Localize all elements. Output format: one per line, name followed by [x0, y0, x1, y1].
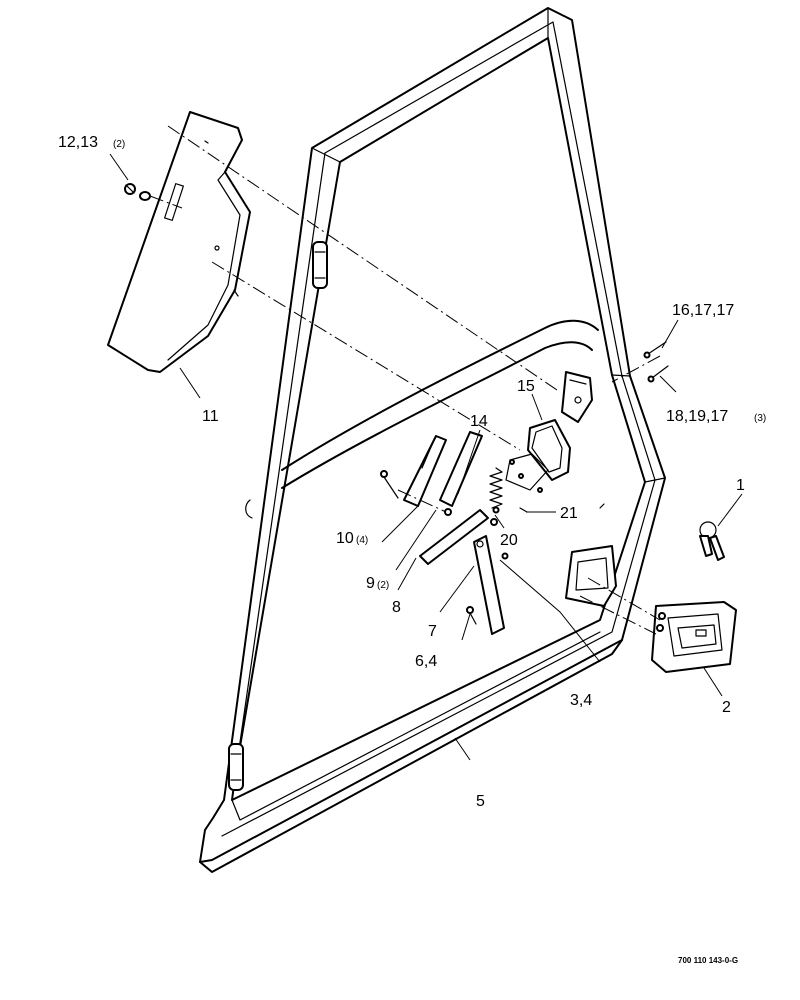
- callout-10-qty: (4): [356, 535, 368, 546]
- callout-15-number: 15: [517, 378, 535, 395]
- callout-2-number: 2: [722, 699, 731, 716]
- callout-3-4-number: 3,4: [570, 692, 592, 709]
- callout-9: 9 (2): [366, 575, 389, 592]
- spring: [489, 467, 503, 509]
- callout-9-number: 9: [366, 575, 375, 592]
- striker-bracket: [561, 371, 593, 423]
- callout-1: 1: [736, 477, 745, 494]
- callout-12-13-qty: (2): [113, 139, 125, 150]
- callout-10-number: 10: [336, 530, 354, 547]
- callout-11: 11: [202, 408, 219, 425]
- upper-hinge: [312, 241, 328, 289]
- callout-16-17-17-number: 16,17,17: [672, 302, 734, 319]
- callout-8-number: 8: [392, 599, 401, 616]
- leader-lines: [109, 153, 743, 761]
- callout-2: 2: [722, 699, 731, 716]
- callout-7-number: 7: [428, 623, 437, 640]
- handle-opening: [565, 545, 617, 607]
- callout-12-13: 12,13 (2): [58, 134, 125, 151]
- nut-and-washer: [124, 183, 151, 201]
- callout-9-qty: (2): [377, 580, 389, 591]
- callout-10: 10 (4): [336, 530, 368, 547]
- callout-7: 7: [428, 623, 437, 640]
- lever: [473, 535, 505, 635]
- callout-14-number: 14: [470, 413, 488, 430]
- door-latch: [505, 419, 571, 491]
- callout-20-number: 20: [500, 532, 518, 549]
- door-frame: [199, 7, 666, 873]
- bolts: [380, 459, 605, 625]
- callout-18-19-17-qty: (3): [754, 413, 766, 424]
- callout-8: 8: [392, 599, 401, 616]
- callout-6-4-number: 6,4: [415, 653, 437, 670]
- callout-5: 5: [476, 793, 485, 810]
- callout-11-number: 11: [202, 408, 219, 425]
- callout-18-19-17-number: 18,19,17: [666, 408, 728, 425]
- callout-5-number: 5: [476, 793, 485, 810]
- callout-3-4: 3,4: [570, 692, 592, 709]
- alignment-lines: [149, 125, 661, 635]
- drawing-code: 700 110 143-0-G: [678, 956, 738, 965]
- inner-handle-pad: [107, 111, 251, 373]
- callout-14: 14: [470, 413, 488, 430]
- keys: [699, 521, 725, 561]
- callout-1-number: 1: [736, 477, 745, 494]
- callout-6-4: 6,4: [415, 653, 437, 670]
- callout-18-19-17: 18,19,17 (3): [666, 408, 766, 425]
- callout-12-13-number: 12,13: [58, 134, 98, 151]
- lower-hinge: [228, 743, 244, 791]
- callout-15: 15: [517, 378, 535, 395]
- link-rod: [419, 509, 489, 565]
- callout-21-number: 21: [560, 505, 578, 522]
- screws-upper-right: [643, 341, 669, 383]
- callout-20: 20: [500, 532, 518, 549]
- outside-handle: [651, 601, 737, 673]
- callout-16-17-17: 16,17,17: [672, 302, 734, 319]
- callout-21: 21: [560, 505, 578, 522]
